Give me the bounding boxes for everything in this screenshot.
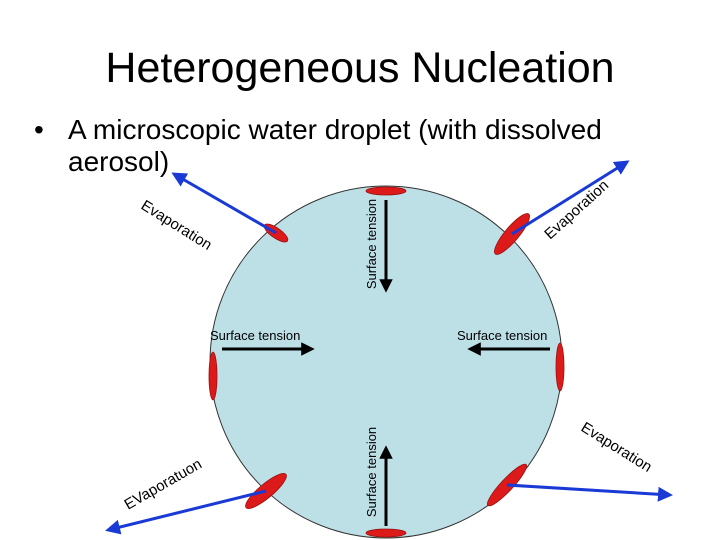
evaporation-arrows (105, 160, 673, 535)
aerosol-nucleus (365, 186, 407, 196)
bullet-point: • A microscopic water droplet (with diss… (34, 114, 634, 178)
bullet-marker: • (34, 114, 44, 145)
surface-tension-label-bottom: Surface tension (364, 427, 379, 517)
aerosol-nucleus (208, 351, 218, 401)
evaporation-label-bottom-right: Evaporation (578, 419, 655, 476)
evaporation-label-top-left: Evaporation (138, 197, 215, 254)
evaporation-arrow-bottom-right (506, 483, 673, 502)
aerosol-nucleus (365, 528, 407, 538)
surface-tension-label-right: Surface tension (457, 328, 547, 343)
bullet-text: A microscopic water droplet (with dissol… (68, 114, 602, 177)
evaporation-arrow-top-right (511, 160, 630, 236)
aerosol-nucleus (494, 213, 530, 255)
evaporation-arrow-bottom-left (105, 489, 267, 535)
evaporation-arrow-top-left (171, 172, 277, 235)
aerosol-nucleus (555, 342, 565, 392)
surface-tension-label-left: Surface tension (210, 328, 300, 343)
evaporation-label-bottom-left: EVaporatuon (122, 456, 205, 514)
surface-tension-label-top: Surface tension (364, 199, 379, 289)
surface-tension-arrows (222, 200, 550, 526)
slide-title: Heterogeneous Nucleation (105, 44, 615, 92)
